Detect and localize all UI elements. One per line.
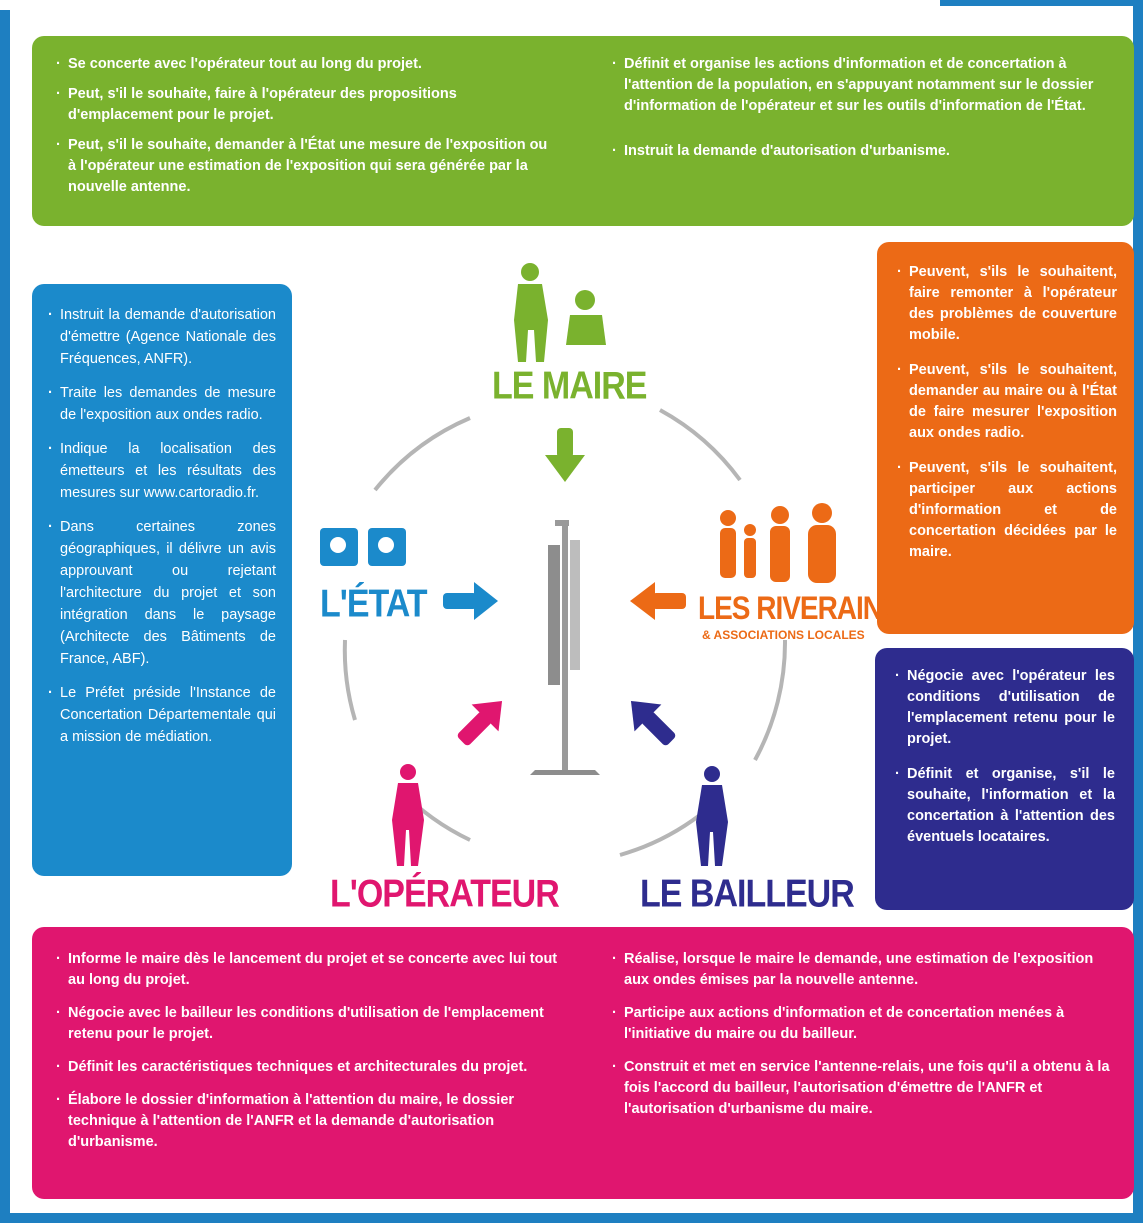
cycle-circle [342, 408, 788, 857]
maire-roles-right: Définit et organise les actions d'inform… [610, 54, 1110, 171]
maire-figures-icon [514, 263, 606, 362]
maire-role: Se concerte avec l'opérateur tout au lon… [54, 54, 559, 75]
riverains-role: Peuvent, s'ils le souhaitent, demander a… [895, 360, 1117, 444]
operateur-roles-left: Informe le maire dès le lancement du pro… [54, 949, 559, 1165]
arrow-from-etat-icon [443, 582, 498, 620]
arrow-from-operateur-icon [457, 700, 503, 746]
riverains-role: Peuvent, s'ils le souhaitent, faire remo… [895, 262, 1117, 346]
maire-role: Peut, s'il le souhaite, faire à l'opérat… [54, 84, 559, 126]
riverains-role: Peuvent, s'ils le souhaitent, participer… [895, 458, 1117, 563]
arrow-from-bailleur-icon [630, 700, 676, 746]
operateur-role: Réalise, lorsque le maire le demande, un… [610, 949, 1110, 991]
riverains-figures-icon [720, 503, 836, 583]
bailleur-role: Négocie avec l'opérateur les conditions … [893, 666, 1115, 750]
operateur-roles-panel: Informe le maire dès le lancement du pro… [32, 927, 1134, 1199]
operateur-role: Élabore le dossier d'information à l'att… [54, 1090, 559, 1153]
maire-roles-panel: Se concerte avec l'opérateur tout au lon… [32, 36, 1134, 226]
bailleur-label: LE BAILLEUR [640, 872, 855, 916]
etat-role: Le Préfet préside l'Instance de Concerta… [46, 682, 276, 748]
etat-roles-panel: Instruit la demande d'autorisation d'éme… [32, 284, 292, 876]
riverains-roles-panel: Peuvent, s'ils le souhaitent, faire remo… [877, 242, 1134, 634]
etat-roles-list: Instruit la demande d'autorisation d'éme… [46, 304, 276, 760]
arrow-from-riverains-icon [630, 582, 686, 620]
bailleur-figure-icon [696, 766, 728, 866]
etat-role: Instruit la demande d'autorisation d'éme… [46, 304, 276, 370]
etat-silhouette-icon [320, 528, 406, 566]
operateur-figure-icon [392, 764, 424, 866]
operateur-role: Construit et met en service l'antenne-re… [610, 1057, 1110, 1120]
riverains-label: LES RIVERAINS [698, 590, 901, 626]
antenna-icon [530, 520, 600, 775]
etat-label: L'ÉTAT [320, 582, 428, 626]
etat-role: Indique la localisation des émetteurs et… [46, 438, 276, 504]
maire-label: LE MAIRE [492, 364, 647, 408]
riverains-sublabel: & ASSOCIATIONS LOCALES [702, 628, 865, 642]
arrow-from-maire-icon [545, 428, 585, 482]
maire-roles-left: Se concerte avec l'opérateur tout au lon… [54, 54, 559, 207]
operateur-role: Participe aux actions d'information et d… [610, 1003, 1110, 1045]
maire-role: Instruit la demande d'autorisation d'urb… [610, 141, 1110, 162]
bailleur-roles-panel: Négocie avec l'opérateur les conditions … [875, 648, 1134, 910]
operateur-roles-right: Réalise, lorsque le maire le demande, un… [610, 949, 1110, 1132]
maire-role: Définit et organise les actions d'inform… [610, 54, 1110, 117]
operateur-label: L'OPÉRATEUR [330, 872, 560, 916]
operateur-role: Définit les caractéristiques techniques … [54, 1057, 559, 1078]
bailleur-role: Définit et organise, s'il le souhaite, l… [893, 764, 1115, 848]
riverains-roles-list: Peuvent, s'ils le souhaitent, faire remo… [895, 262, 1117, 577]
bailleur-roles-list: Négocie avec l'opérateur les conditions … [893, 666, 1115, 862]
operateur-role: Négocie avec le bailleur les conditions … [54, 1003, 559, 1045]
etat-role: Dans certaines zones géographiques, il d… [46, 516, 276, 670]
operateur-role: Informe le maire dès le lancement du pro… [54, 949, 559, 991]
etat-role: Traite les demandes de mesure de l'expos… [46, 382, 276, 426]
maire-role: Peut, s'il le souhaite, demander à l'Éta… [54, 135, 559, 198]
